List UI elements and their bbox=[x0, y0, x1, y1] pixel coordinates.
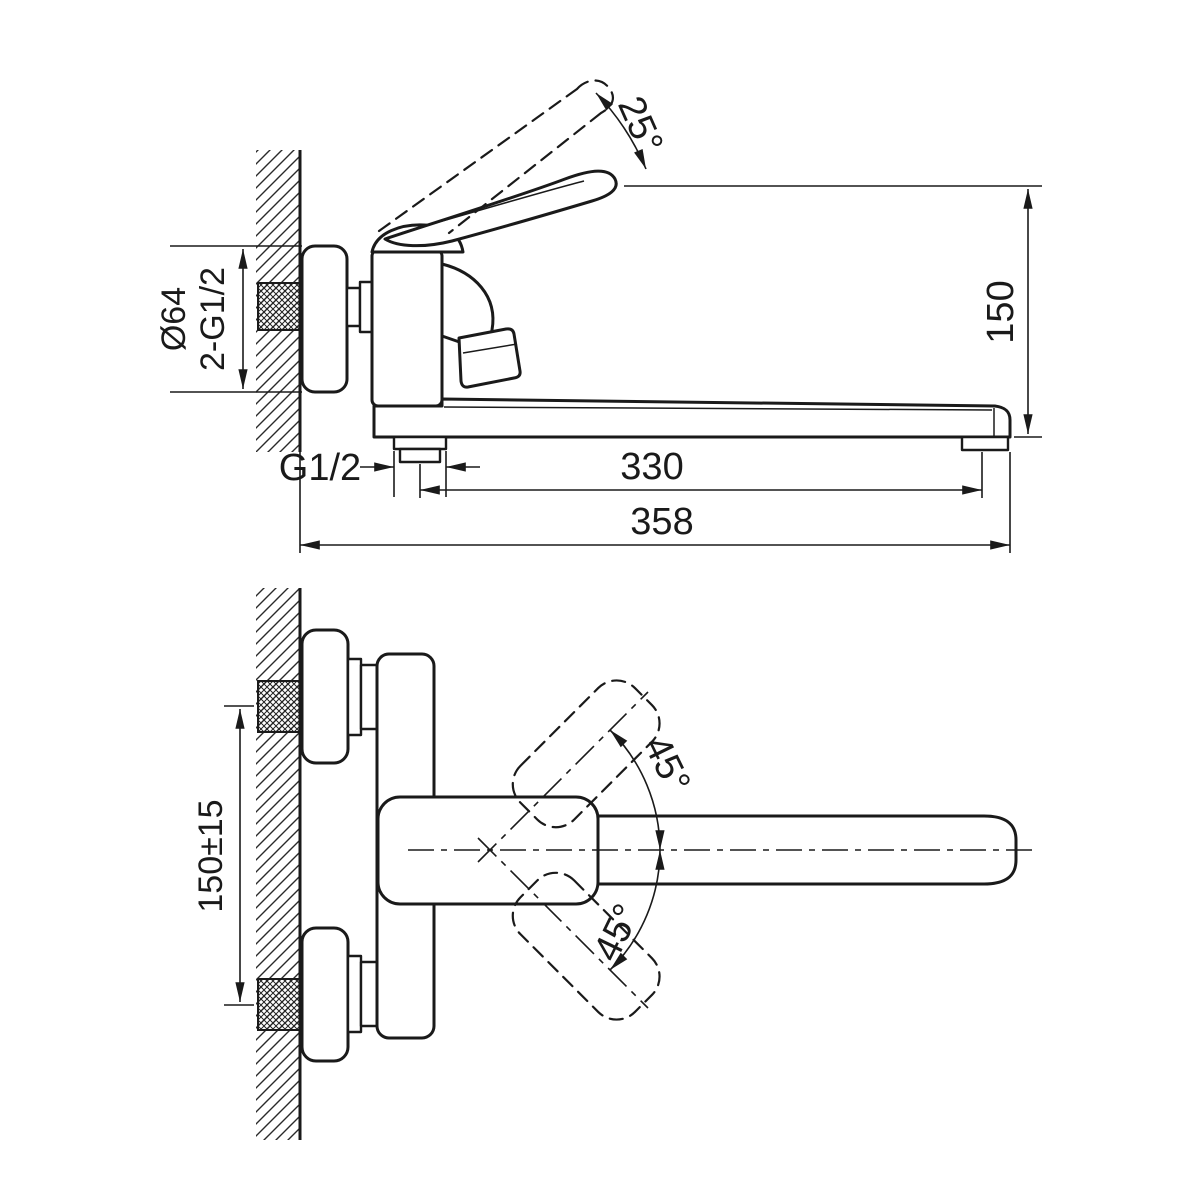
label-outlet-thread: G1/2 bbox=[279, 447, 361, 489]
diverter-knob bbox=[457, 327, 522, 389]
label-inlet-spacing: 150±15 bbox=[192, 799, 230, 912]
label-handle-angle: 25° bbox=[609, 90, 671, 160]
label-inlet-threads: 2-G1/2 bbox=[194, 267, 232, 371]
label-overall-depth: 358 bbox=[630, 501, 693, 543]
handle-detail-line bbox=[400, 180, 585, 234]
center-line-upper bbox=[477, 691, 649, 863]
dimension-height: 150 bbox=[624, 185, 1042, 438]
dimension-overall-depth: 358 bbox=[300, 452, 1011, 553]
wall-hatch bbox=[256, 588, 300, 1140]
escutcheon-top bbox=[300, 628, 350, 765]
eccentric-connector-top bbox=[346, 657, 379, 737]
handle-open-outline bbox=[377, 79, 614, 235]
label-spout-reach: 330 bbox=[620, 446, 683, 488]
inlet-thread-nipple bbox=[257, 282, 301, 331]
spout-aerator bbox=[960, 435, 1010, 452]
escutcheon-bottom bbox=[300, 926, 350, 1063]
inlet-thread-nipple-bottom bbox=[257, 978, 301, 1031]
dimension-outlet-thread: G1/2 bbox=[279, 447, 480, 497]
angle-arc bbox=[609, 729, 665, 851]
outlet-nut-upper bbox=[392, 435, 448, 451]
side-view: 25° Ø64 2-G1/2 150 G1/2 bbox=[155, 79, 1042, 553]
center-line-lower bbox=[477, 837, 649, 1009]
label-swivel-upper: 45° bbox=[635, 730, 698, 800]
spout-edge-line bbox=[443, 406, 993, 411]
escutcheon bbox=[300, 244, 349, 394]
faucet-body bbox=[370, 248, 444, 408]
dimension-flange: Ø64 2-G1/2 bbox=[155, 245, 302, 393]
label-flange-diameter: Ø64 bbox=[155, 287, 193, 351]
eccentric-connector-bottom bbox=[346, 954, 379, 1034]
label-height: 150 bbox=[980, 280, 1022, 343]
wall-section bbox=[256, 150, 302, 553]
spout-phantom-upper bbox=[511, 679, 661, 829]
outlet-nut-lower bbox=[398, 447, 442, 464]
wall-section bbox=[256, 588, 302, 1140]
handle-lever bbox=[383, 169, 618, 248]
front-view: 45° 45° 150±15 bbox=[192, 588, 1034, 1140]
inlet-thread-nipple-top bbox=[257, 680, 301, 733]
angle-arc bbox=[595, 92, 647, 170]
angle-arc bbox=[609, 849, 665, 971]
swivel-spout bbox=[596, 814, 1018, 886]
spout bbox=[372, 397, 1012, 464]
dimension-handle-angle: 25° bbox=[595, 90, 671, 170]
label-swivel-lower: 45° bbox=[586, 898, 649, 968]
dimension-spout-reach: 330 bbox=[419, 446, 983, 498]
dimension-inlet-spacing: 150±15 bbox=[192, 705, 254, 1006]
